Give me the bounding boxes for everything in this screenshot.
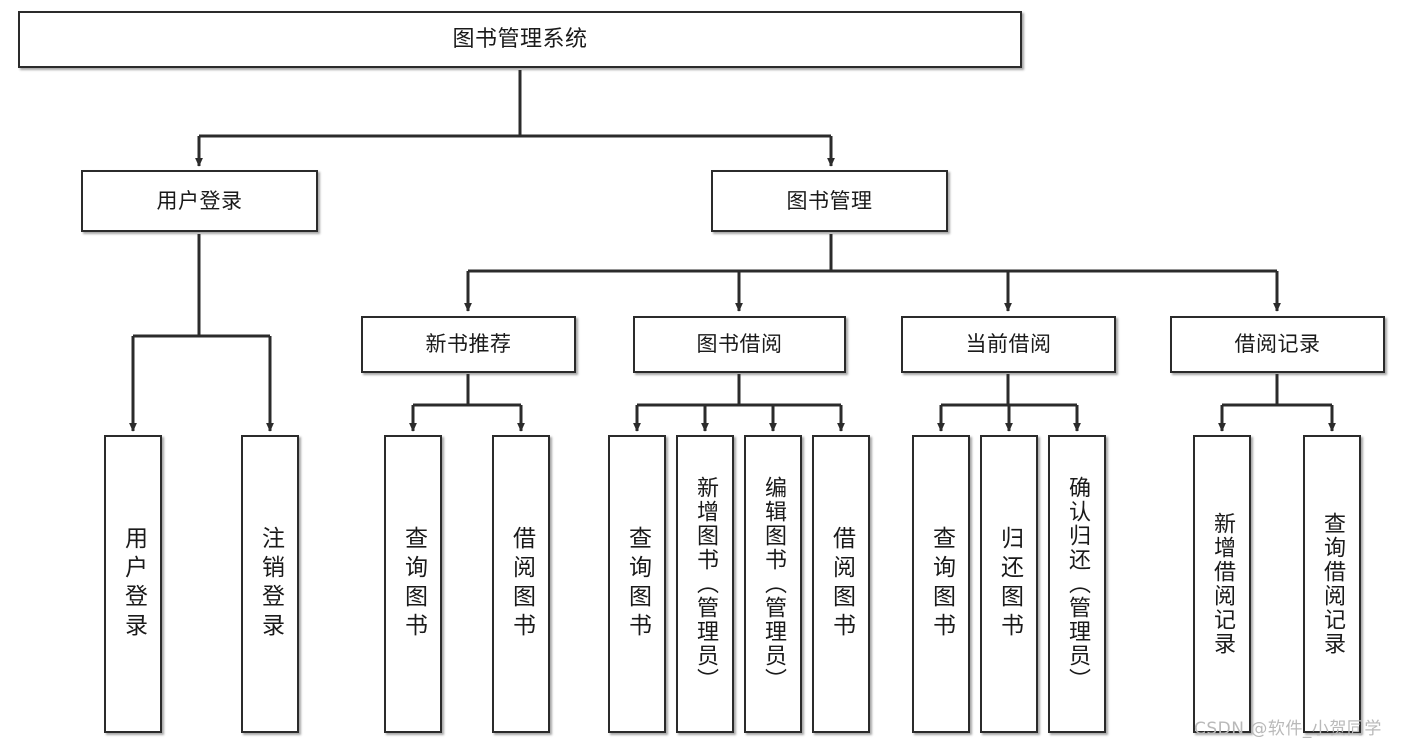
node-label: 新增借阅记录 xyxy=(1210,512,1235,656)
node-leaf-logout-login[interactable]: 注销登录 xyxy=(241,435,299,733)
node-label: 借阅图书 xyxy=(508,526,535,642)
node-leaf-confirm-return[interactable]: 确认归还（管理员） xyxy=(1048,435,1106,733)
node-label: 编辑图书（管理员） xyxy=(761,476,786,692)
node-leaf-add-book[interactable]: 新增图书（管理员） xyxy=(676,435,734,733)
node-leaf-return-book[interactable]: 归还图书 xyxy=(980,435,1038,733)
watermark-text: CSDN @软件_小贺同学 xyxy=(1194,719,1382,739)
node-leaf-user-login[interactable]: 用户登录 xyxy=(104,435,162,733)
node-label: 用户登录 xyxy=(120,526,147,642)
node-leaf-add-record[interactable]: 新增借阅记录 xyxy=(1193,435,1251,733)
node-leaf-borrow-book-1[interactable]: 借阅图书 xyxy=(492,435,550,733)
node-leaf-borrow-book-2[interactable]: 借阅图书 xyxy=(812,435,870,733)
node-current-borrow[interactable]: 当前借阅 xyxy=(901,316,1116,373)
node-book-management[interactable]: 图书管理 xyxy=(711,170,948,232)
node-label: 图书管理系统 xyxy=(452,26,588,52)
node-label: 用户登录 xyxy=(156,188,243,213)
node-label: 归还图书 xyxy=(996,526,1023,642)
node-new-book-recommend[interactable]: 新书推荐 xyxy=(361,316,576,373)
node-leaf-query-book-1[interactable]: 查询图书 xyxy=(384,435,442,733)
node-user-login[interactable]: 用户登录 xyxy=(81,170,318,232)
node-label: 当前借阅 xyxy=(965,332,1052,357)
node-label: 查询借阅记录 xyxy=(1320,512,1345,656)
node-label: 查询图书 xyxy=(928,526,955,642)
node-label: 新书推荐 xyxy=(425,332,512,357)
node-label: 借阅图书 xyxy=(828,526,855,642)
node-root-book-management-system[interactable]: 图书管理系统 xyxy=(18,11,1022,68)
node-label: 查询图书 xyxy=(400,526,427,642)
node-label: 图书管理 xyxy=(786,188,873,213)
node-leaf-edit-book[interactable]: 编辑图书（管理员） xyxy=(744,435,802,733)
node-book-borrow[interactable]: 图书借阅 xyxy=(633,316,846,373)
node-leaf-query-book-3[interactable]: 查询图书 xyxy=(912,435,970,733)
node-leaf-query-record[interactable]: 查询借阅记录 xyxy=(1303,435,1361,733)
node-leaf-query-book-2[interactable]: 查询图书 xyxy=(608,435,666,733)
node-label: 新增图书（管理员） xyxy=(693,476,718,692)
node-label: 注销登录 xyxy=(257,526,284,642)
node-label: 借阅记录 xyxy=(1234,332,1321,357)
node-label: 图书借阅 xyxy=(696,332,783,357)
node-label: 确认归还（管理员） xyxy=(1065,476,1090,692)
node-label: 查询图书 xyxy=(624,526,651,642)
node-borrow-record[interactable]: 借阅记录 xyxy=(1170,316,1385,373)
